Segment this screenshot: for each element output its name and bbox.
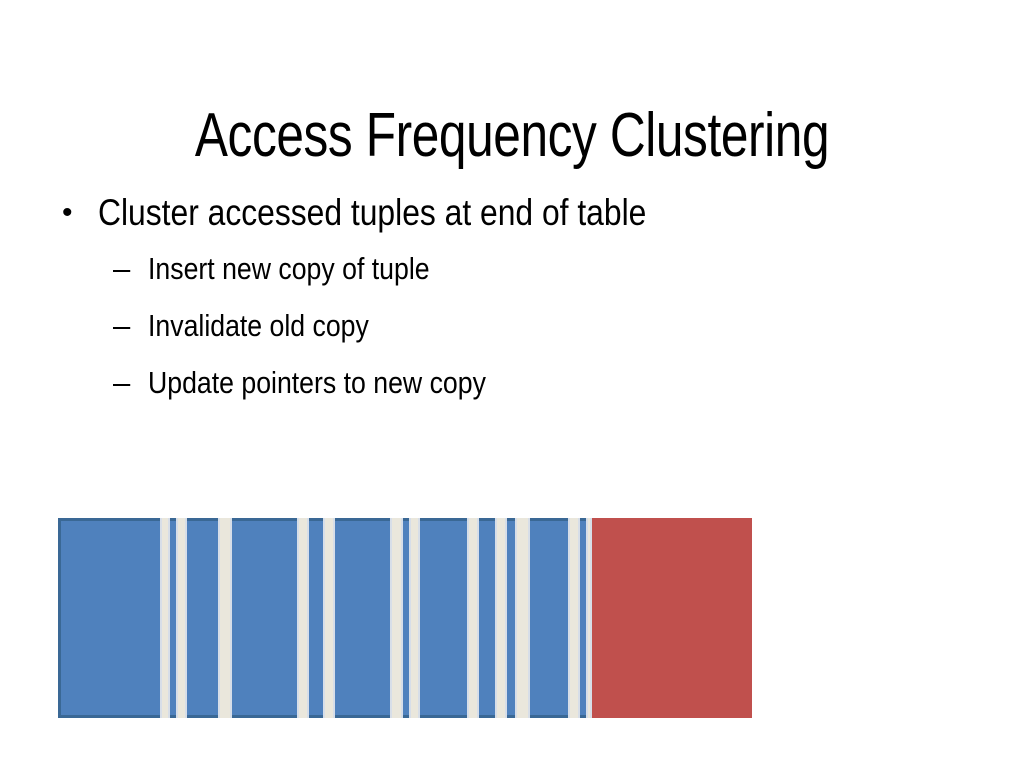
tuple-block-gap: [176, 518, 187, 718]
list-item-label: Insert new copy of tuple: [148, 251, 430, 286]
tuple-block-gap: [323, 518, 335, 718]
dash-marker-icon: –: [113, 251, 131, 286]
tuple-block-occupied: [580, 518, 586, 718]
list-item-label: Invalidate old copy: [148, 308, 369, 343]
tuple-block-occupied: [170, 518, 176, 718]
tuple-block-gap: [218, 518, 232, 718]
dash-marker-icon: –: [113, 308, 131, 343]
tuple-block-occupied: [309, 518, 323, 718]
tuple-block-occupied: [335, 518, 390, 718]
tuple-block-gap: [586, 518, 592, 718]
list-item: – Insert new copy of tuple: [58, 246, 958, 291]
bullet-marker-icon: •: [62, 196, 73, 229]
tuple-block-occupied: [530, 518, 568, 718]
bullet-list: • Cluster accessed tuples at end of tabl…: [58, 188, 958, 417]
tuple-block-gap: [160, 518, 170, 718]
list-item: – Update pointers to new copy: [58, 360, 958, 405]
tuple-block-occupied: [187, 518, 218, 718]
clustered-region-block: [592, 518, 752, 718]
list-item: • Cluster accessed tuples at end of tabl…: [58, 188, 958, 238]
tuple-block-gap: [495, 518, 507, 718]
list-item: – Invalidate old copy: [58, 303, 958, 348]
tuple-block-gap: [467, 518, 479, 718]
table-layout-diagram: [58, 518, 752, 718]
page-title: Access Frequency Clustering: [194, 100, 830, 170]
list-item-label: Cluster accessed tuples at end of table: [98, 192, 647, 233]
tuple-block-gap: [297, 518, 309, 718]
list-item-label: Update pointers to new copy: [148, 365, 486, 400]
tuple-block-gap: [568, 518, 580, 718]
tuple-block-gap: [515, 518, 530, 718]
tuple-block-occupied: [403, 518, 409, 718]
tuple-block-occupied: [479, 518, 495, 718]
tuple-block-occupied: [232, 518, 297, 718]
tuple-block-occupied: [507, 518, 515, 718]
tuple-block-gap: [409, 518, 420, 718]
tuple-block-gap: [390, 518, 403, 718]
tuple-block-occupied: [420, 518, 467, 718]
dash-marker-icon: –: [113, 365, 131, 400]
tuple-block-occupied: [58, 518, 160, 718]
